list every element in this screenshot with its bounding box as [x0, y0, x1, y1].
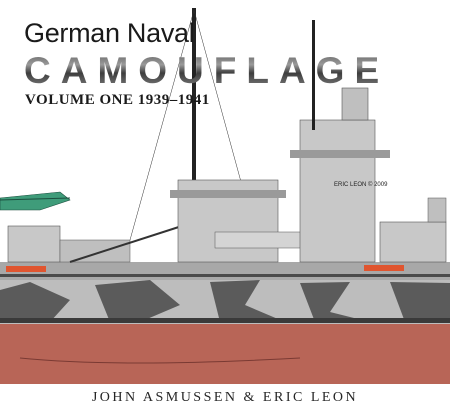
cover-subtitle: German Naval	[24, 18, 195, 48]
forward-tower	[299, 119, 376, 263]
cover-title: CAMOUFLAGE	[24, 50, 390, 91]
cover-volume: VOLUME ONE 1939–1941	[25, 92, 210, 108]
hull-stripe	[0, 318, 450, 323]
foremast	[312, 20, 315, 130]
aft-turret	[7, 225, 61, 263]
boot-top-right	[364, 265, 404, 271]
fire-control-top	[341, 87, 369, 121]
cover-authors: JOHN ASMUSSEN & ERIC LEON	[91, 390, 359, 405]
hull-seam-line	[19, 357, 301, 364]
illustration-credit: ERIC LEON © 2009	[334, 182, 388, 188]
hull-lower	[0, 322, 450, 384]
seaplane-wing	[0, 197, 71, 201]
boot-top-left	[6, 266, 46, 272]
aft-superstructure	[59, 239, 131, 263]
seaplane	[0, 191, 71, 211]
forward-turret	[379, 221, 447, 263]
range-finder	[427, 197, 447, 223]
midship-platform	[170, 190, 286, 198]
crane-jib	[69, 224, 186, 263]
forward-platform	[290, 150, 390, 158]
deck-edge	[0, 274, 450, 277]
main-mast	[192, 8, 196, 240]
camouflage-pattern	[0, 280, 450, 322]
stay-wire-2	[129, 9, 195, 241]
title-band	[0, 384, 450, 418]
